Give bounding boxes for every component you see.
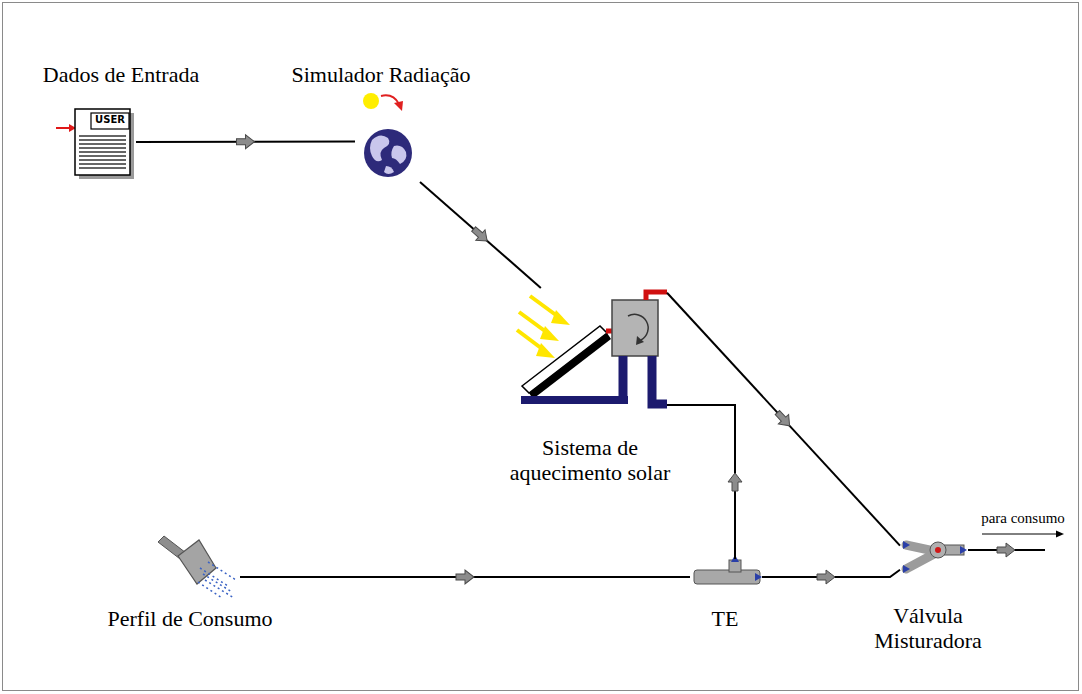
flow-arrowhead: [772, 408, 794, 431]
component-label: Sistema de aquecimento solar: [500, 435, 680, 486]
connector-line: [667, 293, 900, 546]
flow-connector: [762, 570, 900, 584]
output-label: para consumo: [981, 510, 1065, 527]
component-label: TE: [712, 606, 739, 631]
component-box: Perfil de Consumo: [155, 535, 240, 600]
output-line: [968, 531, 1064, 558]
component-box: Válvula Misturadora: [900, 528, 968, 572]
flow-arrowhead: [236, 135, 254, 149]
component-label: Válvula Misturadora: [863, 603, 993, 654]
flow-connector: [420, 182, 541, 288]
component-label: Simulador Radiação: [292, 62, 471, 87]
component-label: Dados de Entrada: [43, 62, 199, 87]
user-file-icon: [56, 109, 134, 179]
component-box: TE: [690, 559, 762, 595]
flow-connector: [136, 135, 355, 149]
flow-connector: [667, 293, 900, 546]
flow-arrowhead: [456, 570, 474, 584]
flow-arrowhead: [817, 570, 835, 584]
flow-connector: [240, 570, 690, 584]
flow-arrowhead: [469, 224, 492, 246]
icon-text: USER: [95, 114, 125, 125]
radiation-globe-icon: [363, 93, 412, 177]
flow-connector: [667, 405, 742, 559]
component-box: Sistema de aquecimento solar: [515, 288, 667, 408]
mixing-valve-icon: [903, 541, 967, 573]
shower-icon: [158, 536, 236, 598]
component-box: Simulador Radiação: [355, 92, 420, 182]
frame: [3, 3, 1079, 691]
flow-arrowhead: [728, 473, 742, 491]
component-label: Perfil de Consumo: [108, 606, 273, 631]
tee-icon: [694, 555, 762, 584]
solar-heater-icon: [517, 292, 667, 404]
connector-line: [667, 405, 735, 559]
connector-line: [420, 182, 541, 288]
